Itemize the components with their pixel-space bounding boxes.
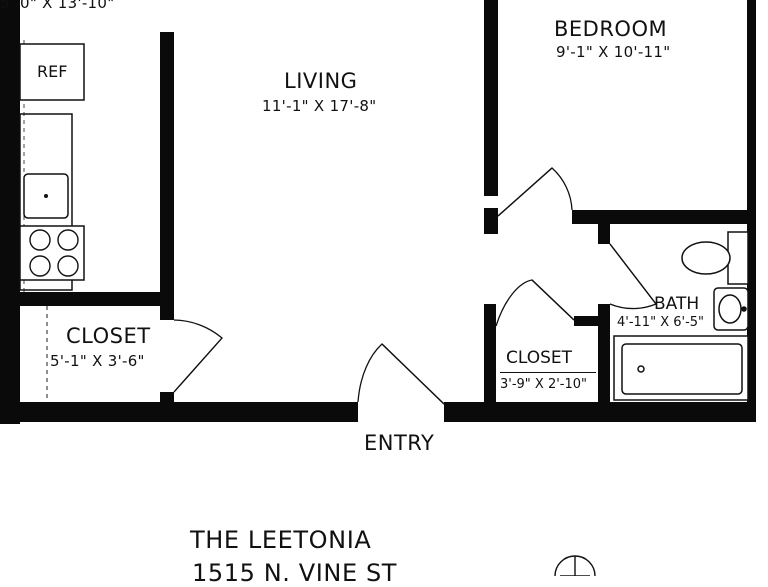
wall-kitchen-partition <box>160 32 174 300</box>
bathtub-icon <box>613 335 749 401</box>
building-name: THE LEETONIA <box>190 526 372 554</box>
kitchen-sink-icon <box>23 173 69 219</box>
wall-bedroom-bottom <box>572 210 756 224</box>
closet-right-door <box>495 279 575 327</box>
bath-sink-icon <box>713 287 749 331</box>
wall-bath-left-top <box>598 224 610 244</box>
kitchen-dimension: 5'-0" X 13'-10" <box>0 0 115 12</box>
entry-label: ENTRY <box>364 431 435 455</box>
closet-right-name: CLOSET <box>506 348 573 368</box>
living-room-dimension: 11'-1" X 17'-8" <box>262 97 377 115</box>
refrigerator-icon <box>19 43 85 101</box>
toilet-icon <box>681 231 749 285</box>
wall-bottom-left <box>0 402 358 422</box>
closet-left-dimension: 5'-1" X 3'-6" <box>50 352 145 370</box>
closet-right-dimension: 3'-9" X 2'-10" <box>500 377 588 392</box>
bath-name: BATH <box>654 294 700 314</box>
bath-dimension: 4'-11" X 6'-5" <box>617 315 705 330</box>
kitchen-counter <box>19 113 73 291</box>
wall-closet-top <box>0 292 174 306</box>
door-swings <box>173 167 658 405</box>
bedroom-dimension: 9'-1" X 10'-11" <box>556 43 671 61</box>
wall-closet-right-stub <box>160 306 174 320</box>
walls <box>0 0 756 424</box>
building-address: 1515 N. VINE ST <box>192 559 398 587</box>
wall-closet2-top <box>574 316 610 326</box>
stove-icon <box>19 225 85 281</box>
wall-bedroom-left-top <box>484 0 498 196</box>
wall-bedroom-left-bottom <box>484 208 498 234</box>
wall-bath-left-bottom <box>598 304 610 412</box>
closet-left-name: CLOSET <box>66 324 151 348</box>
wall-closet-right-bottom <box>160 392 174 404</box>
wall-left-outer <box>0 0 20 424</box>
north-compass-icon <box>554 555 596 576</box>
wall-closet2-left <box>484 304 496 412</box>
bedroom-name: BEDROOM <box>554 17 668 41</box>
closet-left-door <box>173 319 223 393</box>
closet-right-underline <box>500 372 596 373</box>
bedroom-door <box>497 167 573 217</box>
entry-door <box>357 343 445 405</box>
living-room-name: LIVING <box>284 69 358 93</box>
wall-bath-right <box>747 224 756 414</box>
ref-label: REF <box>37 62 68 81</box>
wall-bedroom-right <box>747 0 756 212</box>
